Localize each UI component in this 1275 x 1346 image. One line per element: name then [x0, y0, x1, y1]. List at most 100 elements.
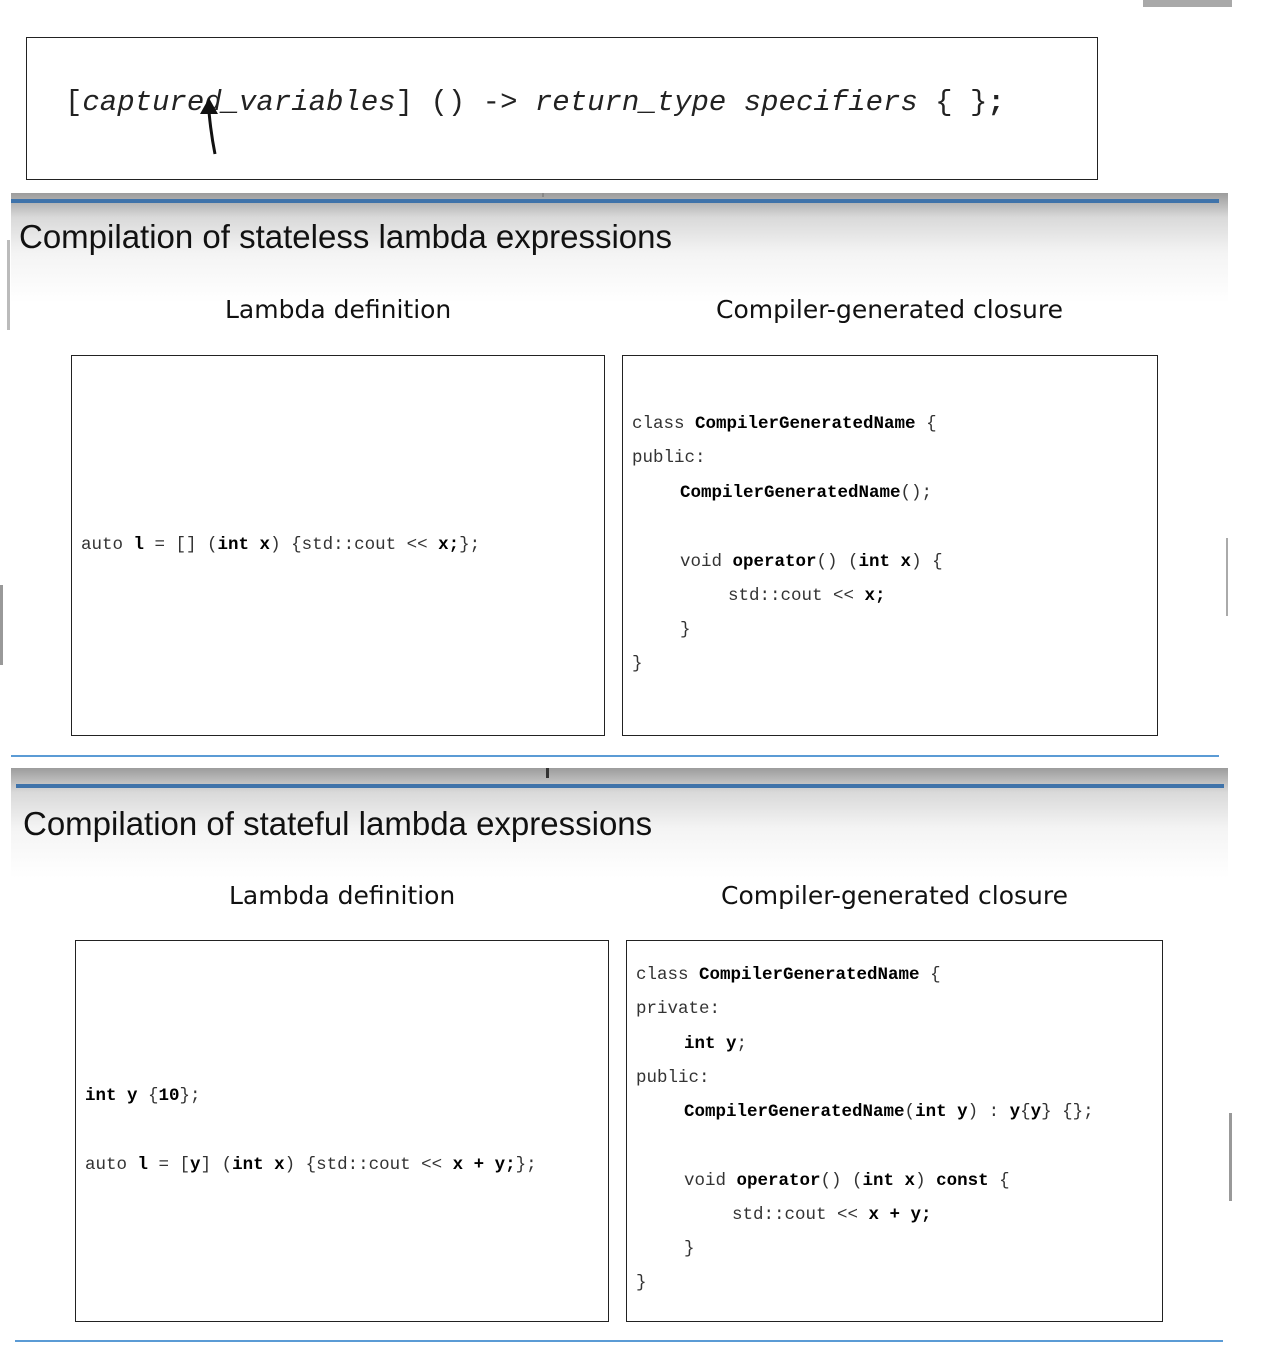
code-bold: l	[133, 535, 145, 555]
code-text: ) {std::cout <<	[284, 1155, 453, 1175]
pointer-arrow-icon	[200, 98, 218, 155]
closure-line-9: }	[684, 1239, 695, 1259]
code-bold: int x	[858, 552, 912, 572]
code-text: };	[459, 535, 481, 555]
edge-mark	[546, 768, 549, 778]
syntax-semicolon: ;	[987, 86, 1005, 119]
closure-line-10: }	[636, 1273, 647, 1293]
code-text: void	[684, 1171, 737, 1191]
closure-line-1: class CompilerGeneratedName {	[636, 965, 941, 985]
syntax-body: { }	[917, 86, 988, 119]
code-text: class	[632, 414, 696, 434]
code-bold: 10	[158, 1086, 180, 1106]
code-text: ) {std::cout <<	[270, 535, 439, 555]
code-text: = [] (	[144, 535, 218, 555]
code-bold: int x	[217, 535, 271, 555]
closure-line-3: int y;	[684, 1034, 747, 1054]
syntax-return-type: return_type	[534, 86, 727, 119]
code-bold: x + y;	[868, 1205, 932, 1225]
code-text: };	[515, 1155, 537, 1175]
closure-line-5: void operator() (int x) {	[680, 552, 943, 572]
closure-line-7: void operator() (int x) const {	[684, 1171, 1010, 1191]
code-text: () (	[816, 552, 859, 572]
code-bold: CompilerGeneratedName	[695, 414, 916, 434]
footer-rule	[15, 1340, 1223, 1342]
slide-header	[11, 193, 1228, 303]
code-bold: operator	[732, 552, 817, 572]
code-text: = [	[148, 1155, 191, 1175]
code-text: ] (	[200, 1155, 233, 1175]
closure-line-5: CompilerGeneratedName(int y) : y{y} {};	[684, 1102, 1094, 1122]
code-bold: int x	[232, 1155, 285, 1175]
closure-box: class CompilerGeneratedName { private: i…	[626, 940, 1163, 1322]
lambda-code-line-2: auto l = [y] (int x) {std::cout << x + y…	[85, 1155, 537, 1175]
code-bold: int y	[915, 1102, 968, 1122]
lambda-syntax-box: [captured_variables] () -> return_type s…	[26, 37, 1098, 180]
code-text: std::cout <<	[732, 1205, 869, 1225]
code-bold: CompilerGeneratedName	[680, 483, 901, 503]
code-text: () (	[820, 1171, 863, 1191]
closure-box: class CompilerGeneratedName { public: Co…	[622, 355, 1158, 736]
lambda-definition-label: Lambda definition	[229, 881, 456, 910]
closure-line-3: CompilerGeneratedName();	[680, 483, 932, 503]
code-bold: x + y;	[452, 1155, 516, 1175]
closure-line-8: }	[632, 654, 643, 674]
code-text: {	[988, 1171, 1010, 1191]
code-bold: y	[1030, 1102, 1042, 1122]
closure-line-8: std::cout << x + y;	[732, 1205, 932, 1225]
code-text: auto	[81, 535, 134, 555]
closure-line-2: public:	[632, 448, 706, 468]
syntax-space	[726, 86, 743, 119]
code-bold: CompilerGeneratedName	[684, 1102, 905, 1122]
code-bold: CompilerGeneratedName	[699, 965, 920, 985]
lambda-definition-label: Lambda definition	[225, 295, 452, 324]
code-text: ;	[736, 1034, 748, 1054]
closure-line-4: public:	[636, 1068, 710, 1088]
stateful-slide: Compilation of stateful lambda expressio…	[11, 768, 1228, 1346]
closure-line-2: private:	[636, 999, 721, 1019]
edge-mark	[1229, 1113, 1232, 1201]
code-text: )	[915, 1171, 937, 1191]
code-bold: int y	[684, 1034, 737, 1054]
syntax-captured-variables: captured_variables	[82, 86, 396, 119]
code-text: ) {	[911, 552, 943, 572]
code-text: } {};	[1041, 1102, 1094, 1122]
closure-line-6: std::cout << x;	[728, 586, 886, 606]
edge-mark	[1226, 538, 1228, 616]
code-text: };	[179, 1086, 201, 1106]
edge-mark	[0, 585, 3, 665]
header-rule	[16, 784, 1224, 788]
code-text: (	[904, 1102, 916, 1122]
code-text: ();	[900, 483, 933, 503]
code-text: class	[636, 965, 700, 985]
code-bold: y	[1009, 1102, 1021, 1122]
lambda-code-line-1: int y {10};	[85, 1086, 201, 1106]
footer-rule	[11, 755, 1219, 757]
closure-line-1: class CompilerGeneratedName {	[632, 414, 937, 434]
code-bold: int y	[85, 1086, 138, 1106]
corner-fragment	[1143, 0, 1232, 7]
edge-mark	[542, 193, 544, 197]
code-text: {	[1020, 1102, 1031, 1122]
syntax-open-bracket: [	[65, 86, 83, 119]
closure-line-7: }	[680, 620, 691, 640]
closure-label: Compiler-generated closure	[716, 295, 1063, 324]
stateless-slide: Compilation of stateless lambda expressi…	[11, 193, 1228, 768]
syntax-specifiers: specifiers	[743, 86, 918, 119]
code-text: {	[137, 1086, 159, 1106]
code-bold: operator	[736, 1171, 821, 1191]
lambda-definition-box: auto l = [] (int x) {std::cout << x;};	[71, 355, 605, 736]
code-text: auto	[85, 1155, 138, 1175]
lambda-definition-box: int y {10}; auto l = [y] (int x) {std::c…	[75, 940, 609, 1322]
header-rule	[11, 199, 1219, 203]
closure-label: Compiler-generated closure	[721, 881, 1068, 910]
code-text: {	[919, 965, 941, 985]
code-text: ) :	[967, 1102, 1010, 1122]
slide-title: Compilation of stateless lambda expressi…	[19, 218, 672, 255]
syntax-params-arrow: ] () ->	[395, 86, 535, 119]
code-bold: int x	[862, 1171, 916, 1191]
lambda-syntax-line: [captured_variables] () -> return_type s…	[65, 86, 1005, 119]
code-text: std::cout <<	[728, 586, 865, 606]
code-bold: const	[936, 1171, 989, 1191]
edge-mark	[7, 240, 10, 330]
